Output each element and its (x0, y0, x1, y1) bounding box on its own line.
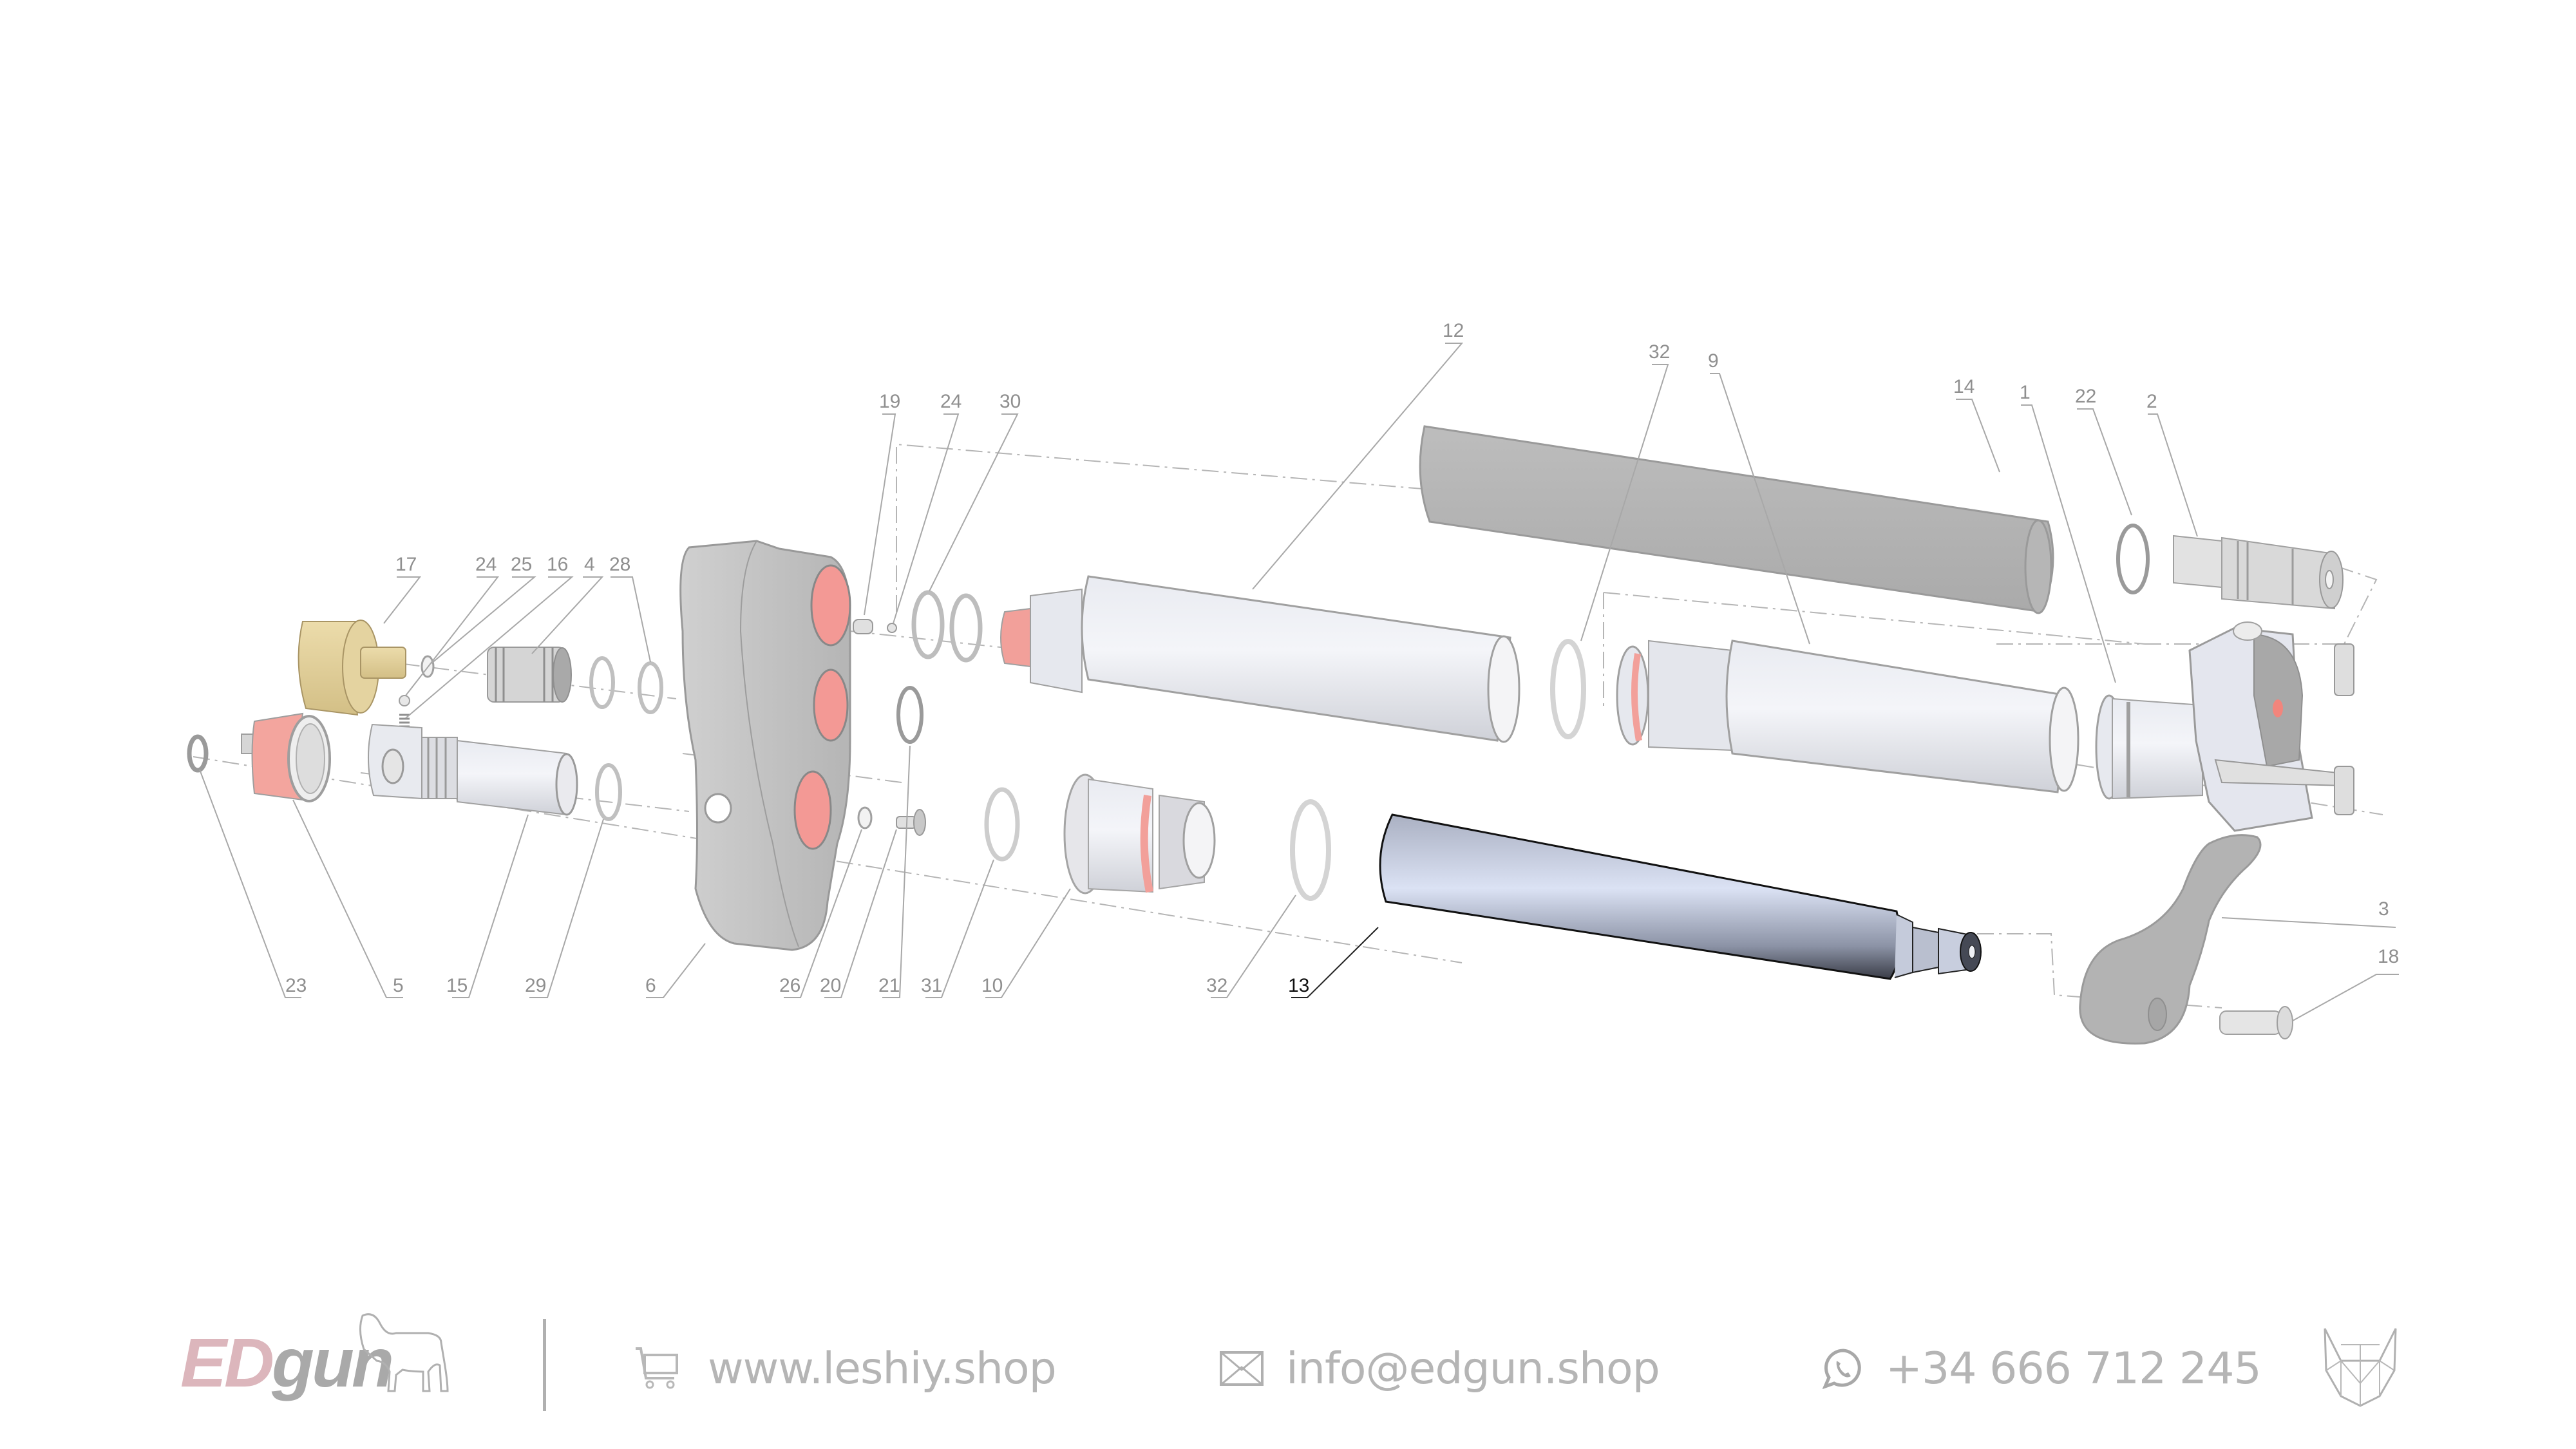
part-17-brass-cap[interactable] (298, 620, 406, 716)
part-4-valve-insert[interactable] (487, 647, 572, 703)
footer-divider (543, 1319, 546, 1411)
part-3-lever[interactable] (2079, 834, 2262, 1045)
callout-14[interactable]: 14 (1953, 376, 1975, 397)
email-link[interactable]: info@edgun.shop (1219, 1340, 1660, 1397)
email-text: info@edgun.shop (1286, 1343, 1660, 1394)
callout-16[interactable]: 16 (547, 554, 568, 575)
part-18-screw[interactable] (2219, 1006, 2293, 1039)
phone-text: +34 666 712 245 (1886, 1343, 2262, 1394)
callout-labels: 17 24 25 16 4 28 19 24 30 12 32 9 14 1 2… (285, 320, 2399, 996)
callout-6[interactable]: 6 (645, 975, 656, 996)
envelope-icon (1220, 1351, 1264, 1386)
edgun-logo[interactable]: EDgun (180, 1328, 394, 1397)
part-24-ball-upper[interactable] (887, 623, 897, 633)
part-32-o-ring-upper[interactable] (1550, 639, 1586, 739)
part-2-valve[interactable] (2173, 535, 2344, 610)
part-15-piston[interactable] (367, 723, 578, 816)
callout-3[interactable]: 3 (2378, 898, 2389, 920)
callout-28[interactable]: 28 (609, 554, 630, 575)
callout-24-upper[interactable]: 24 (940, 391, 961, 412)
callout-15[interactable]: 15 (446, 975, 468, 996)
part-26-washer[interactable] (857, 806, 873, 829)
callout-29[interactable]: 29 (525, 975, 546, 996)
callout-22[interactable]: 22 (2075, 386, 2096, 407)
part-23-e-clip[interactable] (187, 734, 209, 773)
callout-31[interactable]: 31 (921, 975, 942, 996)
callout-23[interactable]: 23 (285, 975, 307, 996)
callout-21[interactable]: 21 (878, 975, 900, 996)
part-5-sleeve[interactable] (241, 712, 331, 802)
part-32-o-ring-lower[interactable] (1290, 799, 1331, 901)
part-14-shroud[interactable] (1419, 425, 2054, 614)
whatsapp-icon (1823, 1349, 1861, 1389)
phone-link[interactable]: +34 666 712 245 (1823, 1340, 2262, 1397)
part-20-screw[interactable] (896, 809, 926, 836)
part-16-spring[interactable] (399, 714, 410, 728)
callout-leaders (199, 343, 2399, 1021)
callout-30[interactable]: 30 (999, 391, 1021, 412)
part-6-main-block[interactable] (679, 540, 851, 951)
callout-24[interactable]: 24 (475, 554, 497, 575)
shopping-cart-icon (636, 1347, 678, 1389)
website-text: www.leshiy.shop (708, 1343, 1057, 1394)
callout-26[interactable]: 26 (779, 975, 800, 996)
callout-18[interactable]: 18 (2378, 946, 2399, 967)
callout-1[interactable]: 1 (2020, 382, 2031, 403)
callout-9[interactable]: 9 (1708, 350, 1719, 372)
part-30-o-rings[interactable] (911, 590, 983, 663)
callout-13-highlighted[interactable]: 13 (1288, 975, 1309, 996)
logo-gun-text: gun (272, 1323, 394, 1401)
callout-19[interactable]: 19 (879, 391, 900, 412)
callout-10[interactable]: 10 (981, 975, 1003, 996)
callout-17[interactable]: 17 (395, 554, 417, 575)
part-10-adapter[interactable] (1063, 773, 1216, 895)
callout-25[interactable]: 25 (511, 554, 532, 575)
callout-32-upper[interactable]: 32 (1649, 341, 1670, 363)
part-9-tube[interactable] (1616, 639, 2079, 793)
logo-ed-text: ED (180, 1323, 274, 1401)
callout-32-lower[interactable]: 32 (1206, 975, 1227, 996)
callout-4[interactable]: 4 (584, 554, 595, 575)
part-12-tube[interactable] (1000, 575, 1520, 743)
part-31-o-ring[interactable] (984, 787, 1020, 862)
o-ring-set-left-upper[interactable] (589, 656, 663, 714)
callout-12[interactable]: 12 (1443, 320, 1464, 341)
website-link[interactable]: www.leshiy.shop (634, 1340, 1057, 1397)
callout-5[interactable]: 5 (393, 975, 404, 996)
part-24-ball[interactable] (399, 695, 410, 706)
part-13-reservoir-highlighted[interactable] (1379, 813, 1982, 985)
part-19-pin[interactable] (853, 619, 873, 634)
part-1-action-block[interactable] (2095, 621, 2354, 832)
part-21-circlip[interactable] (896, 686, 923, 744)
wolf-head-icon (2324, 1328, 2397, 1407)
part-22-circlip[interactable] (2116, 524, 2150, 594)
part-29-o-ring[interactable] (595, 763, 622, 821)
callout-20[interactable]: 20 (820, 975, 841, 996)
dog-silhouette-icon (359, 1313, 449, 1392)
callout-2[interactable]: 2 (2146, 391, 2157, 412)
